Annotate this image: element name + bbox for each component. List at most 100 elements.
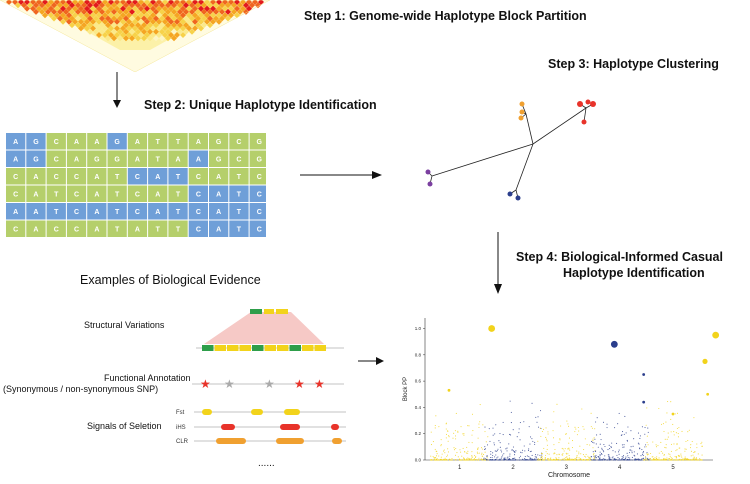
svg-text:T: T — [176, 174, 181, 181]
ld-cell — [180, 12, 186, 19]
ld-cell — [135, 22, 141, 29]
dense-point — [664, 438, 666, 440]
dense-point — [432, 441, 434, 443]
dense-point — [592, 438, 594, 440]
haplotype-cell: A — [209, 168, 229, 185]
dense-point — [545, 451, 547, 453]
dense-point — [606, 459, 609, 461]
dense-point — [673, 431, 675, 433]
ld-cell — [162, 25, 168, 32]
ld-cell — [150, 0, 156, 5]
dense-point — [470, 458, 473, 460]
ld-cell — [30, 0, 36, 5]
dense-point — [443, 458, 445, 460]
ld-cell — [174, 5, 180, 12]
dense-point — [623, 433, 625, 435]
ld-cell — [81, 15, 87, 22]
dense-point — [636, 458, 638, 460]
dense-point — [501, 456, 503, 458]
ld-cell — [120, 5, 126, 12]
ld-cell — [192, 12, 198, 19]
ld-cell — [210, 0, 216, 5]
dense-point — [639, 459, 641, 461]
highlight-point — [642, 373, 646, 376]
dense-point — [516, 436, 518, 438]
dense-point — [601, 459, 604, 461]
haplotype-cell: A — [66, 133, 87, 150]
dense-point — [676, 443, 678, 446]
dense-point — [537, 454, 539, 456]
dense-point — [597, 456, 599, 458]
sv-block — [227, 345, 239, 351]
dense-point — [663, 453, 665, 456]
dense-point — [535, 457, 537, 459]
dense-point — [684, 459, 686, 461]
ld-cell — [180, 32, 186, 38]
ld-cell — [102, 12, 108, 19]
dense-point — [641, 453, 644, 455]
dense-point — [585, 459, 587, 461]
dense-point — [658, 452, 660, 454]
ld-cell — [195, 22, 201, 29]
ld-cell — [96, 12, 102, 19]
ld-cell — [234, 5, 240, 12]
svg-text:G: G — [257, 139, 263, 146]
dense-point — [670, 450, 672, 452]
sv-block — [277, 345, 289, 351]
dense-point — [575, 458, 578, 460]
dense-point — [640, 459, 642, 461]
x-axis-label: Chromosome — [548, 472, 590, 479]
dense-point — [618, 453, 620, 455]
dense-point — [590, 412, 592, 414]
dense-point — [565, 433, 567, 435]
haplotype-cell: C — [127, 203, 148, 220]
dense-point — [644, 459, 646, 461]
ld-cell — [108, 0, 114, 5]
haplotype-cell: C — [229, 150, 249, 167]
ld-cell — [24, 5, 30, 12]
ld-cell — [66, 0, 72, 5]
ld-cell — [150, 18, 156, 25]
haplotype-cell: G — [26, 133, 46, 150]
haplotype-cell: T — [148, 220, 168, 237]
dense-point — [513, 459, 515, 461]
ld-cell — [48, 0, 54, 5]
ld-cell — [36, 5, 42, 12]
ld-cell — [69, 22, 75, 29]
dense-point — [564, 448, 566, 450]
dense-point — [450, 459, 452, 461]
dense-point — [582, 459, 584, 461]
dense-point — [430, 444, 433, 446]
ld-cell — [138, 25, 144, 32]
svg-text:A: A — [13, 139, 18, 146]
dense-point — [528, 456, 530, 458]
dense-point — [668, 453, 670, 455]
dense-point — [581, 459, 583, 461]
dense-point — [583, 428, 585, 430]
ld-cell — [138, 12, 144, 19]
arrow-right-icon — [300, 171, 382, 179]
ld-cell — [207, 8, 213, 15]
dense-point — [677, 432, 679, 435]
dense-point — [541, 430, 544, 433]
dense-point — [466, 459, 468, 461]
ld-cell — [51, 2, 57, 9]
ld-cell — [141, 28, 147, 35]
dense-point — [518, 428, 520, 430]
dense-point — [528, 448, 530, 450]
ld-cell — [72, 0, 78, 5]
dense-point — [468, 458, 470, 460]
svg-text:T: T — [115, 209, 120, 216]
haplotype-cell: C — [46, 220, 66, 237]
dense-point — [647, 444, 649, 446]
dense-point — [678, 459, 680, 461]
dense-point — [463, 434, 465, 436]
dense-point — [565, 458, 567, 461]
dense-point — [493, 459, 495, 461]
sv-block — [252, 345, 264, 351]
dense-point — [518, 432, 520, 434]
svg-text:T: T — [115, 191, 120, 198]
dense-point — [506, 447, 508, 449]
dense-point — [543, 428, 545, 430]
dense-point — [547, 431, 549, 433]
